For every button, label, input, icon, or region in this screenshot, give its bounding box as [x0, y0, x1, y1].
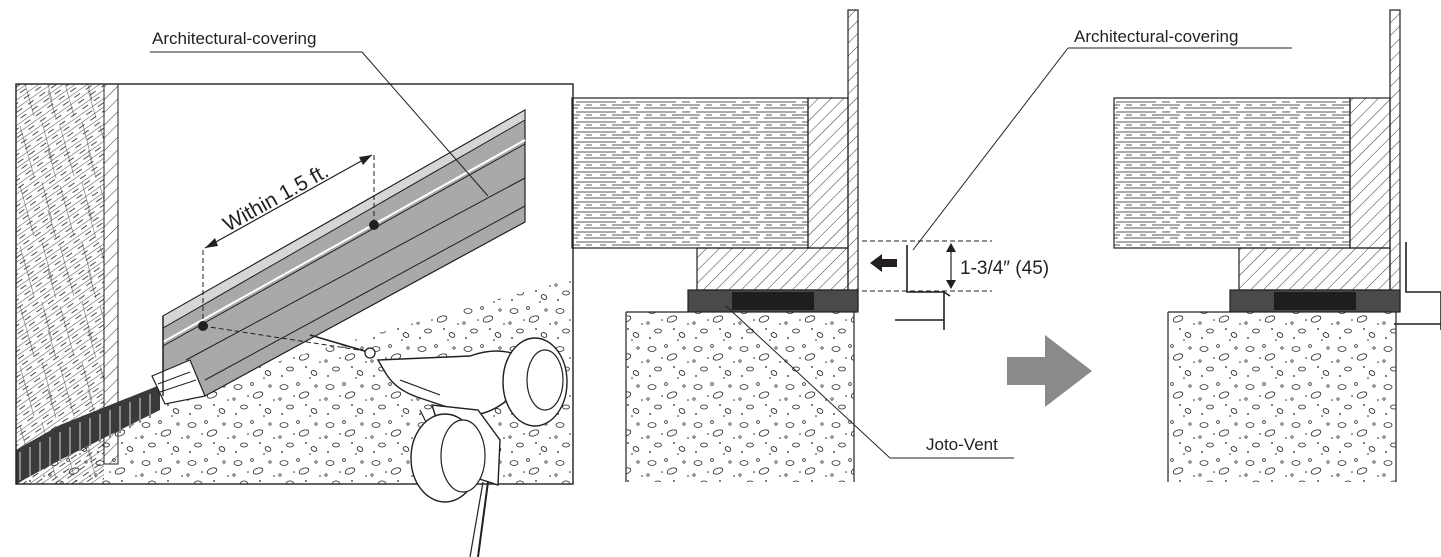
- joto-vent-label: Joto-Vent: [926, 435, 998, 454]
- left-arrow-icon: [870, 254, 897, 272]
- covering-installed: [1394, 242, 1441, 330]
- sill: [696, 247, 849, 291]
- nail-gun: [309, 334, 568, 557]
- covering-label-left: Architectural-covering: [152, 29, 316, 48]
- foundation: [626, 312, 854, 482]
- perspective-view: Within 1.5 ft. Architectural-covering: [15, 29, 574, 557]
- right-arrow-icon: [1007, 335, 1092, 407]
- nail-point-2: [369, 220, 379, 230]
- covering-profile: [895, 245, 951, 330]
- gap-dimension-label: 1-3/4″ (45): [960, 258, 1049, 279]
- covering-label-right: Architectural-covering: [1074, 27, 1238, 46]
- section-after: [1113, 9, 1441, 482]
- vent-strip: [16, 385, 160, 484]
- insulation: [571, 97, 809, 249]
- section-before: 1-3/4″ (45) Architectural-covering Joto-…: [571, 9, 1292, 482]
